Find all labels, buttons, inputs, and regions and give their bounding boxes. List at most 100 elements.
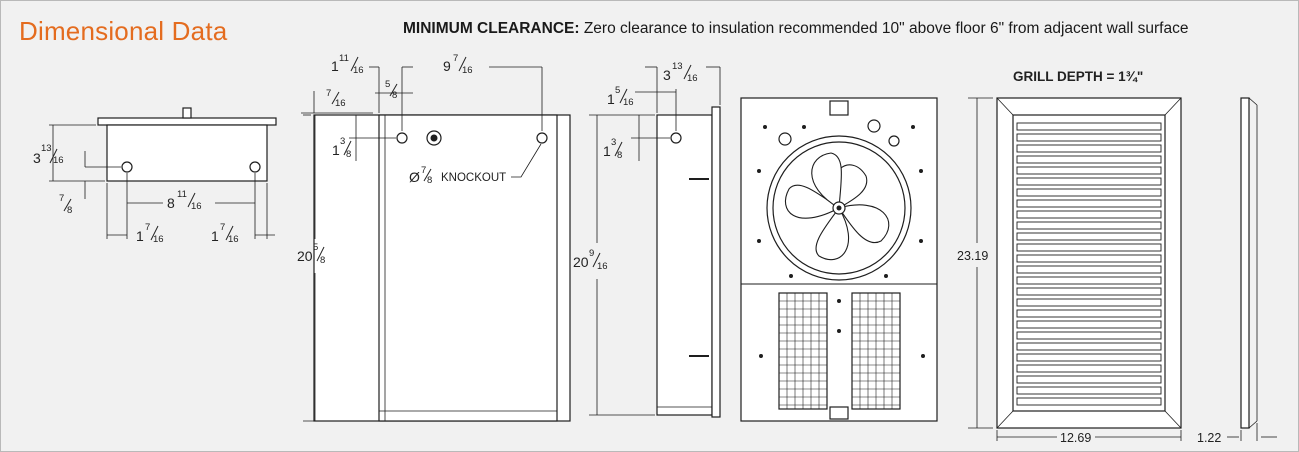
grill-frame-inner (1012, 114, 1166, 412)
top-dim-width-den: 16 (191, 201, 202, 212)
top-dim-height-whole: 3 (33, 150, 41, 166)
top-dim-right-whole: 1 (211, 228, 219, 244)
side-dim-left-den: 16 (623, 97, 634, 108)
fan-assembly-view (740, 97, 938, 422)
clearance-note: MINIMUM CLEARANCE: Zero clearance to ins… (403, 20, 1188, 38)
front-view-hole-right (536, 132, 548, 144)
fraction-slash (423, 168, 432, 182)
front-dim-a-whole: 1 (331, 58, 339, 74)
top-view-terminal (182, 107, 192, 119)
grill-louver (1016, 232, 1162, 241)
grill-depth-label: GRILL DEPTH = 1¾" (1013, 69, 1143, 84)
grill-view-labels: GRILL DEPTH = 1¾" 23.19 12.69 1.22 (957, 69, 1221, 445)
grill-louver (1016, 188, 1162, 197)
top-dim-offset-num: 7 (59, 193, 64, 204)
side-dim-hole-den: 8 (617, 150, 622, 161)
fraction-slash (389, 83, 398, 97)
grill-louver (1016, 243, 1162, 252)
grill-louver (1016, 265, 1162, 274)
grill-louver (1016, 298, 1162, 307)
top-dim-height-num: 13 (41, 143, 52, 154)
top-view-hole-right (249, 161, 261, 173)
grill-louver (1016, 199, 1162, 208)
grill-width-label: 12.69 (1060, 431, 1091, 445)
side-view-box (656, 114, 713, 416)
top-dim-right-num: 7 (220, 222, 225, 233)
side-dim-height-num: 9 (589, 248, 594, 259)
fraction-slash (350, 56, 359, 72)
knockout-num: 7 (421, 165, 426, 176)
front-dim-small-a-num: 7 (326, 88, 331, 99)
grill-louvers (1016, 122, 1162, 406)
section-title: Dimensional Data (19, 16, 228, 46)
side-dim-top-whole: 3 (663, 67, 671, 83)
side-view-flange (711, 106, 721, 418)
grill-louver (1016, 122, 1162, 131)
top-view-flange (97, 117, 277, 126)
grill-louver (1016, 155, 1162, 164)
grill-louver (1016, 177, 1162, 186)
front-dim-height-num: 5 (313, 242, 318, 253)
front-view-hole-left (396, 132, 408, 144)
grill-louver (1016, 320, 1162, 329)
grill-louver (1016, 254, 1162, 263)
top-dim-height-den: 16 (53, 155, 64, 166)
grill-louver (1016, 309, 1162, 318)
front-dim-hole-den: 8 (346, 149, 351, 160)
grill-louver (1016, 386, 1162, 395)
grill-louver (1016, 397, 1162, 406)
fraction-slash (63, 198, 72, 212)
heating-element-mesh (779, 293, 900, 409)
fraction-slash (150, 225, 159, 241)
fraction-slash (331, 91, 340, 105)
front-dim-hole-num: 3 (340, 136, 345, 147)
grill-louver (1016, 342, 1162, 351)
grill-depth-value: 1.22 (1197, 431, 1221, 445)
front-dim-small-b-num: 5 (385, 79, 390, 90)
front-view-labels: 1 11 16 9 7 16 7 16 5 8 1 3 8 20 5 8 Ø 7… (297, 53, 506, 266)
side-dim-top-den: 16 (687, 73, 698, 84)
grill-louver (1016, 331, 1162, 340)
grill-louver (1016, 353, 1162, 362)
fan-guard-inner (772, 141, 906, 275)
fraction-slash (316, 246, 325, 262)
top-view (49, 107, 277, 239)
fraction-slash (458, 56, 467, 72)
fraction-slash (619, 88, 628, 104)
fraction-slash (187, 192, 196, 208)
grill-view (968, 97, 1277, 441)
top-view-body (106, 124, 268, 182)
grill-profile (1240, 97, 1250, 429)
top-dim-left-whole: 1 (136, 228, 144, 244)
top-dim-left-num: 7 (145, 222, 150, 233)
side-dim-height-den: 16 (597, 261, 608, 272)
side-view (589, 66, 721, 418)
clearance-label: MINIMUM CLEARANCE: (403, 20, 580, 37)
top-dim-right-den: 16 (228, 234, 239, 245)
front-dim-height-whole: 20 (297, 248, 313, 264)
top-dim-left-den: 16 (153, 234, 164, 245)
fraction-slash (49, 148, 58, 164)
front-dim-b-whole: 9 (443, 58, 451, 74)
front-dim-height-den: 8 (320, 255, 325, 266)
grill-height-label: 23.19 (957, 249, 988, 263)
side-view-labels: 3 13 16 1 5 16 1 3 8 20 9 16 (573, 61, 698, 272)
grill-louver (1016, 144, 1162, 153)
knockout-label: KNOCKOUT (441, 172, 506, 184)
front-dim-b-num: 7 (453, 53, 458, 64)
side-dim-left-whole: 1 (607, 91, 615, 107)
front-dim-hole-whole: 1 (332, 142, 340, 158)
grill-louver (1016, 364, 1162, 373)
grill-louver (1016, 375, 1162, 384)
front-dim-small-a-den: 16 (335, 98, 346, 109)
front-view (301, 66, 571, 422)
clearance-text: Zero clearance to insulation recommended… (583, 20, 1189, 37)
top-dim-width-num: 11 (177, 189, 187, 200)
knockout-symbol: Ø (409, 169, 420, 185)
side-dim-height-whole: 20 (573, 254, 589, 270)
fraction-slash (343, 140, 352, 156)
side-dim-hole-num: 3 (611, 137, 616, 148)
grill-louver (1016, 166, 1162, 175)
side-dim-left-num: 5 (615, 85, 620, 96)
